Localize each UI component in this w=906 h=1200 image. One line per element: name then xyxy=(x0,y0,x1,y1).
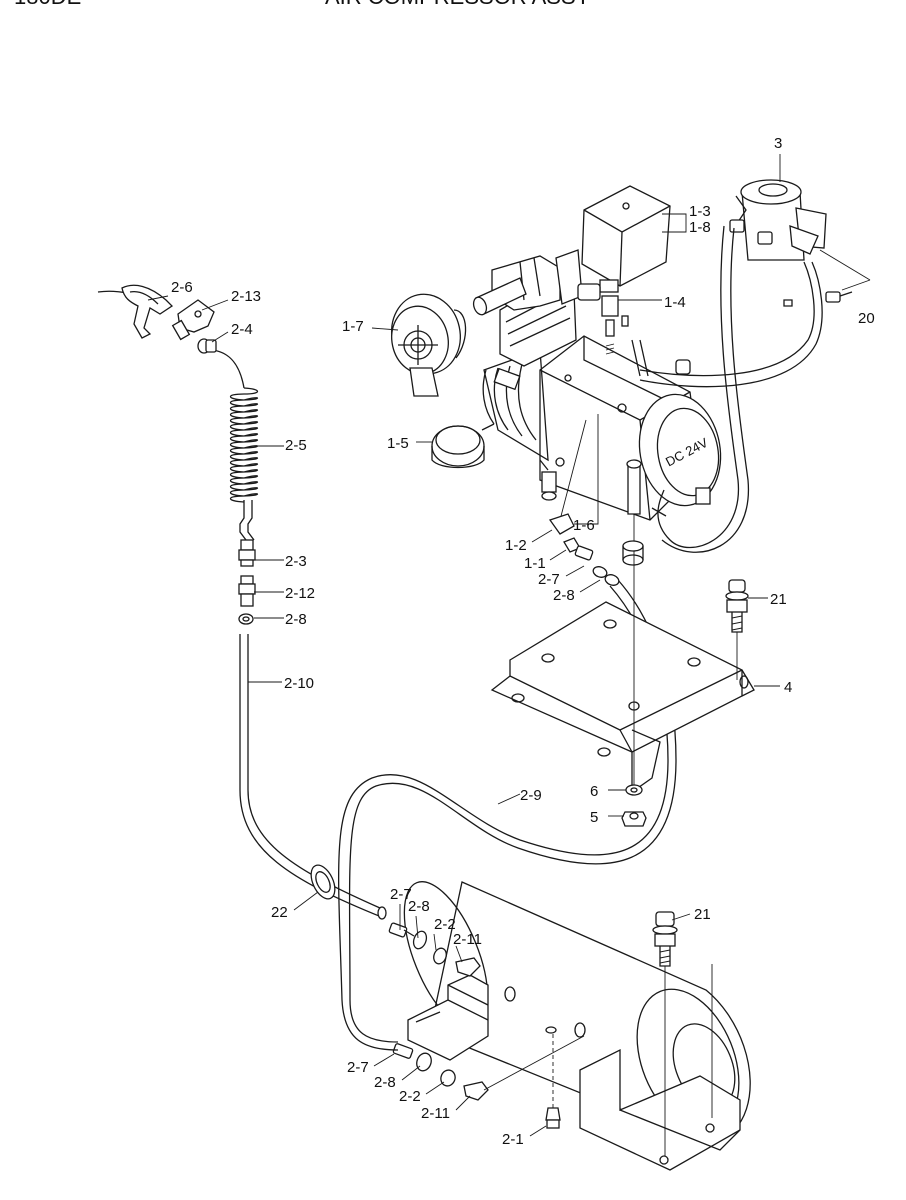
part-label-2-5: 2-5 xyxy=(285,437,307,454)
ring-2-8 xyxy=(238,613,254,625)
part-label-1-1: 1-1 xyxy=(524,555,546,572)
pressure-gauge xyxy=(431,423,495,469)
part-label-2-8-tank-upper: 2-8 xyxy=(408,898,430,915)
part-label-2-8-tank-lower: 2-8 xyxy=(374,1074,396,1091)
part-label-2-12: 2-12 xyxy=(285,585,315,602)
model-number: 180DE xyxy=(14,0,81,9)
bolt-21-tank xyxy=(652,911,713,1156)
tank-bracket-front xyxy=(407,974,489,1061)
part-label-1-6: 1-6 xyxy=(573,517,595,534)
part-label-2-4: 2-4 xyxy=(231,321,253,338)
solenoid-valve xyxy=(729,179,827,307)
part-label-2-11-upper: 2-11 xyxy=(453,931,482,948)
mounting-plate xyxy=(490,601,755,794)
part-label-5: 5 xyxy=(590,809,598,826)
pressure-switch xyxy=(577,185,671,377)
air-gun xyxy=(97,284,174,339)
part-label-20: 20 xyxy=(858,310,875,327)
part-label-6: 6 xyxy=(590,783,598,800)
solenoid-screw-20 xyxy=(819,249,871,303)
part-label-4: 4 xyxy=(784,679,792,696)
tank-bracket-rear xyxy=(579,1048,741,1171)
tank-fittings-upper xyxy=(388,922,481,977)
part-label-2-2-lower: 2-2 xyxy=(399,1088,421,1105)
part-label-2-7-tank-upper: 2-7 xyxy=(390,886,412,903)
air-filter xyxy=(391,293,467,397)
part-label-2-9: 2-9 xyxy=(520,787,542,804)
part-labels: 3 1-3 1-8 1-4 20 2-6 2-13 2-4 1-7 2-5 1-… xyxy=(171,135,875,1148)
bolt-21-plate xyxy=(725,579,749,680)
part-label-1-5: 1-5 xyxy=(387,435,409,452)
tank-fittings-lower xyxy=(392,1035,585,1101)
part-label-2-13: 2-13 xyxy=(231,288,261,305)
part-label-21-tank: 21 xyxy=(694,906,711,923)
coil-hose xyxy=(211,349,259,541)
wiring-harness xyxy=(639,225,823,553)
drain-cock xyxy=(545,1034,561,1129)
compressor-body xyxy=(472,249,722,521)
part-label-21-plate: 21 xyxy=(770,591,787,608)
part-label-22: 22 xyxy=(271,904,288,921)
outlet-fittings xyxy=(548,419,620,586)
part-label-2-3: 2-3 xyxy=(285,553,307,570)
air-gun-coupler xyxy=(171,299,215,341)
part-label-2-6: 2-6 xyxy=(171,279,193,296)
part-label-1-8: 1-8 xyxy=(689,219,711,236)
part-label-1-2: 1-2 xyxy=(505,537,527,554)
part-label-2-7-tank-lower: 2-7 xyxy=(347,1059,369,1076)
part-label-2-8-gauge-line: 2-8 xyxy=(285,611,307,628)
mount-hardware xyxy=(621,476,647,827)
diagram-title: AIR COMPRESSOR ASSY xyxy=(325,0,591,9)
part-label-2-2-upper: 2-2 xyxy=(434,916,456,933)
fitting-2-12 xyxy=(238,575,256,607)
grommet-22 xyxy=(310,864,387,920)
part-label-1-7: 1-7 xyxy=(342,318,364,335)
part-label-1-4: 1-4 xyxy=(664,294,686,311)
part-label-2-8-compressor: 2-8 xyxy=(553,587,575,604)
part-label-2-11-lower: 2-11 xyxy=(421,1105,450,1122)
coupler-2-4 xyxy=(197,338,217,354)
leader-lines xyxy=(147,154,781,1137)
part-label-2-1: 2-1 xyxy=(502,1131,524,1148)
part-label-1-3: 1-3 xyxy=(689,203,711,220)
part-label-3: 3 xyxy=(774,135,782,152)
part-label-2-10: 2-10 xyxy=(284,675,314,692)
hose-2-10 xyxy=(239,634,385,919)
fitting-2-3 xyxy=(238,539,256,567)
part-label-2-7-compressor: 2-7 xyxy=(538,571,560,588)
